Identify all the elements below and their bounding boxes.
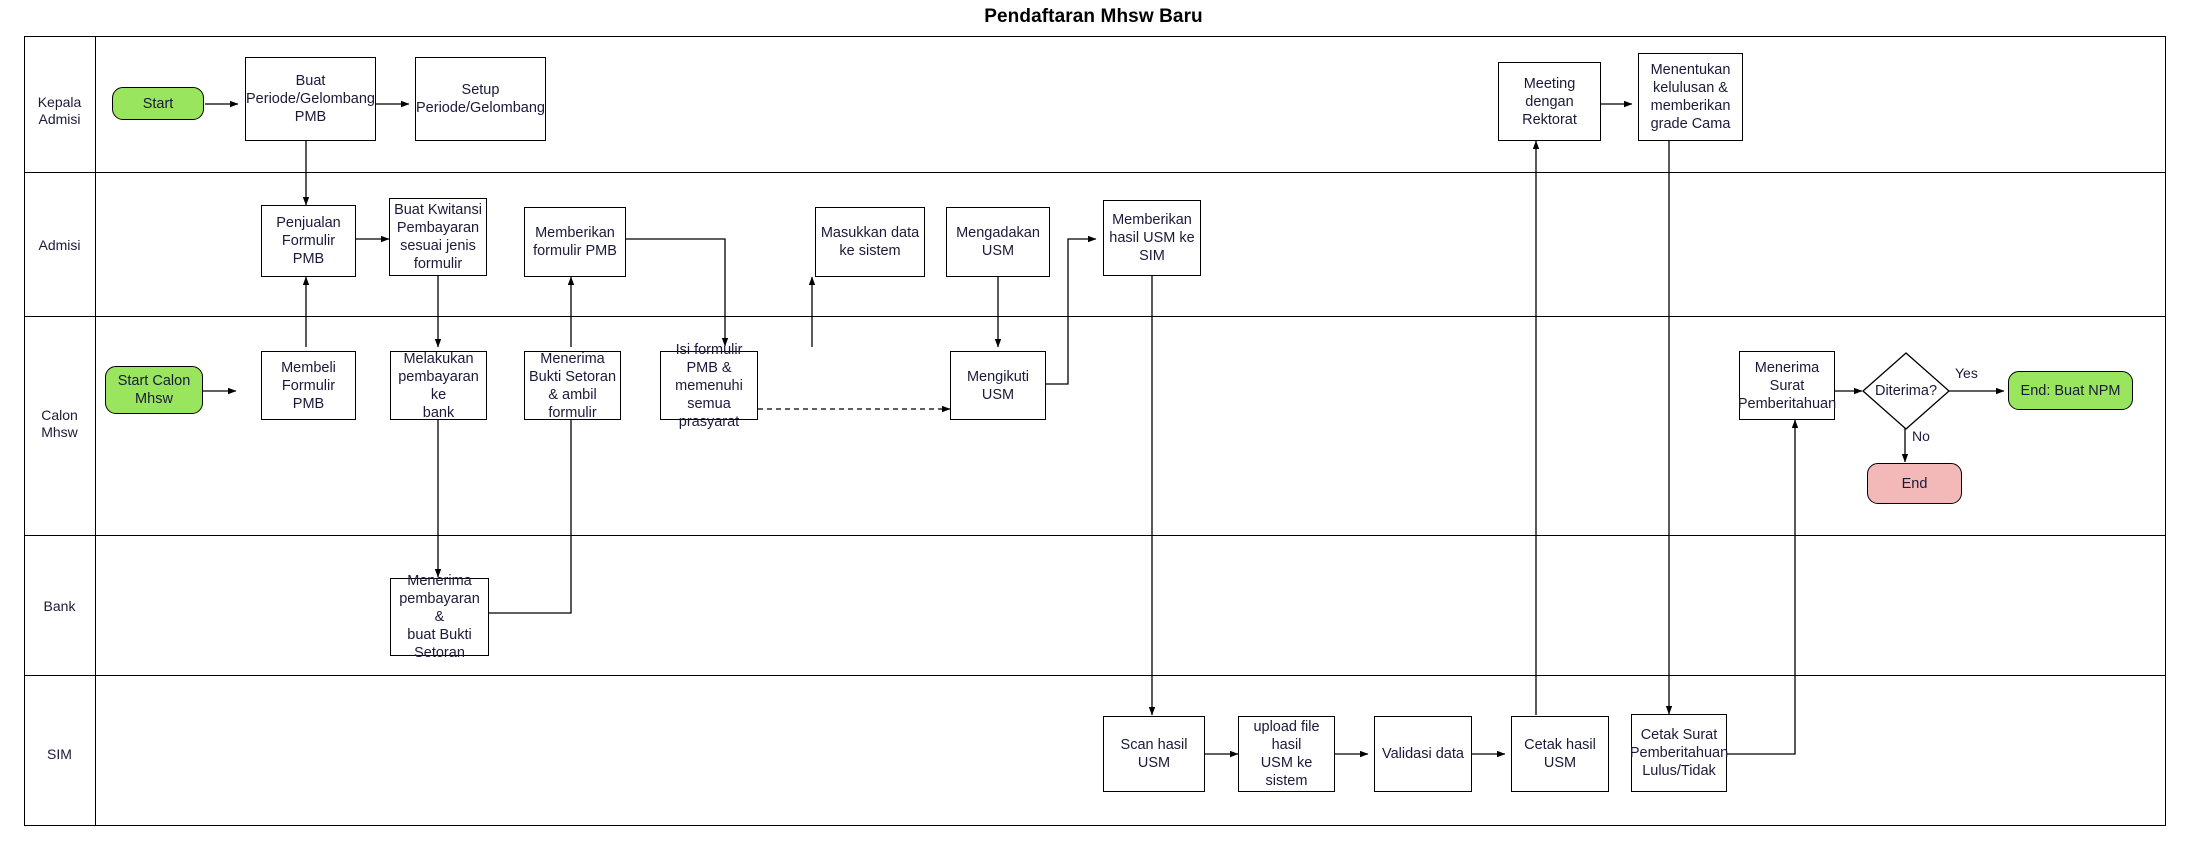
node-upload-file-hasil-usm[interactable]: upload file hasil USM ke sistem xyxy=(1238,716,1335,792)
node-memberikan-hasil-usm-ke-sim[interactable]: Memberikan hasil USM ke SIM xyxy=(1103,200,1201,276)
node-validasi-data[interactable]: Validasi data xyxy=(1374,716,1472,792)
lane-divider-3 xyxy=(24,535,2166,536)
node-menentukan-kelulusan[interactable]: Menentukan kelulusan & memberikan grade … xyxy=(1638,53,1743,141)
node-diterima-decision[interactable]: Diterima? xyxy=(1862,352,1950,430)
page-title: Pendaftaran Mhsw Baru xyxy=(984,6,1203,27)
node-buat-kwitansi-pembayaran[interactable]: Buat Kwitansi Pembayaran sesuai jenis fo… xyxy=(389,198,487,276)
node-memberikan-formulir-pmb[interactable]: Memberikan formulir PMB xyxy=(524,207,626,277)
edge-label-yes: Yes xyxy=(1955,365,1978,381)
node-menerima-surat-pemberitahuan[interactable]: Menerima Surat Pemberitahuan xyxy=(1738,351,1836,420)
node-start[interactable]: Start xyxy=(112,87,204,120)
lane-divider-1 xyxy=(24,172,2166,173)
node-menerima-bukti-setoran[interactable]: Menerima Bukti Setoran & ambil formulir xyxy=(524,351,621,421)
node-scan-hasil-usm[interactable]: Scan hasil USM xyxy=(1103,716,1205,792)
node-buat-periode-gelombang-pmb[interactable]: Buat Periode/Gelombang PMB xyxy=(245,57,376,141)
swimlane-frame xyxy=(24,36,2166,826)
lane-label-admisi: Admisi xyxy=(38,237,81,253)
lane-label-calon-mhsw: Calon Mhsw xyxy=(41,407,78,440)
node-diterima-label: Diterima? xyxy=(1874,383,1938,399)
node-melakukan-pembayaran-ke-bank[interactable]: Melakukan pembayaran ke bank xyxy=(390,351,487,421)
node-setup-periode-gelombang[interactable]: Setup Periode/Gelombang xyxy=(415,57,546,141)
lane-divider-2 xyxy=(24,316,2166,317)
lane-label-kepala-admisi: Kepala Admisi xyxy=(37,94,82,127)
node-end-buat-npm[interactable]: End: Buat NPM xyxy=(2008,371,2133,410)
node-mengadakan-usm[interactable]: Mengadakan USM xyxy=(946,207,1050,277)
node-menerima-pembayaran-bukti-setoran[interactable]: Menerima pembayaran & buat Bukti Setoran xyxy=(390,573,489,661)
lane-divider-4 xyxy=(24,675,2166,676)
node-penjualan-formulir-pmb[interactable]: Penjualan Formulir PMB xyxy=(261,205,356,277)
node-membeli-formulir-pmb[interactable]: Membeli Formulir PMB xyxy=(261,351,356,420)
node-mengikuti-usm[interactable]: Mengikuti USM xyxy=(950,351,1046,420)
node-start-calon-mhsw[interactable]: Start Calon Mhsw xyxy=(105,366,203,414)
lane-label-bank: Bank xyxy=(43,598,76,614)
node-end[interactable]: End xyxy=(1867,463,1962,504)
node-cetak-surat-pemberitahuan[interactable]: Cetak Surat Pemberitahuan Lulus/Tidak xyxy=(1630,714,1728,792)
node-cetak-hasil-usm[interactable]: Cetak hasil USM xyxy=(1511,716,1609,792)
node-masukkan-data-ke-sistem[interactable]: Masukkan data ke sistem xyxy=(815,207,925,277)
lane-header-separator xyxy=(95,36,96,826)
node-meeting-dengan-rektorat[interactable]: Meeting dengan Rektorat xyxy=(1498,62,1601,141)
edge-label-no: No xyxy=(1912,428,1930,444)
node-isi-formulir-pmb[interactable]: Isi formulir PMB & memenuhi semua prasya… xyxy=(660,342,758,430)
lane-label-sim: SIM xyxy=(47,746,72,762)
